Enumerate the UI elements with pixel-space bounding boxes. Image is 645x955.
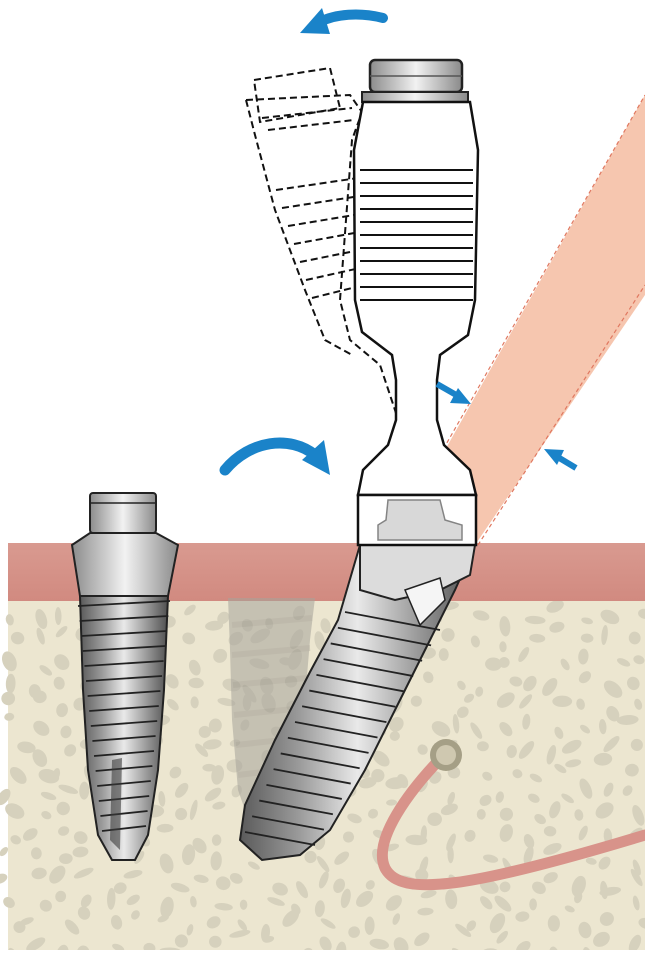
bone-spot [552, 696, 572, 707]
bone-spot [427, 813, 442, 826]
rotation-arrow-top-head [300, 8, 330, 34]
rotation-arrow-top [320, 15, 383, 22]
rotation-arrow-middle [225, 443, 315, 470]
pointer-arrow-1 [437, 384, 471, 404]
bone-spot [529, 898, 537, 910]
pointer-arrow-2 [544, 449, 576, 468]
bone-spot [0, 872, 9, 886]
insertion-tool [354, 60, 478, 545]
